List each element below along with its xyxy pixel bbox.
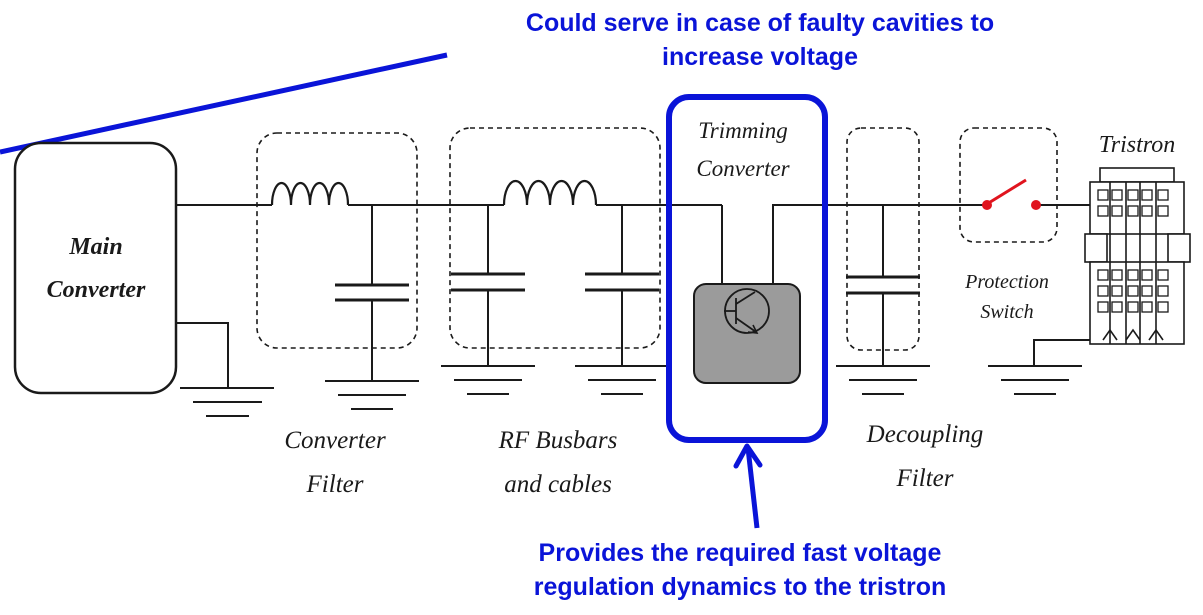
decoupling-filter-label-line1: Decoupling	[866, 421, 984, 448]
callout-bottom-pointer	[745, 447, 760, 529]
callout-top-line1: Could serve in case of faulty cavities t…	[525, 9, 995, 37]
inductor-1-icon	[270, 181, 350, 206]
main-bus-wire	[176, 204, 1095, 284]
callout-bottom-line2: regulation dynamics to the tristron	[533, 573, 947, 601]
protection-switch-icon	[982, 178, 1041, 210]
main-converter-label-line1: Main	[68, 234, 122, 260]
ground-symbol-2	[325, 380, 419, 410]
converter-filter-group	[256, 132, 418, 349]
trimming-converter-highlight	[666, 94, 828, 443]
decoupling-filter-label-line2: Filter	[896, 465, 954, 492]
callout-top-line2: increase voltage	[662, 43, 858, 71]
ground-symbol-1	[180, 387, 274, 417]
main-converter-ground-wire	[176, 322, 229, 387]
rf-busbars-group	[449, 127, 661, 349]
converter-filter-label-line2: Filter	[306, 471, 364, 498]
callout-bottom-arrowhead	[733, 443, 763, 469]
callout-top-pointer	[0, 52, 448, 155]
decoupling-filter-group	[846, 127, 920, 351]
main-converter-box	[13, 141, 178, 395]
ground-symbol-7	[988, 365, 1082, 395]
inductor-2-icon	[502, 179, 598, 206]
ground-symbol-4	[575, 365, 669, 395]
busbar-capacitor-1-icon	[451, 205, 525, 366]
protection-switch-group	[959, 127, 1058, 243]
transistor-icon	[724, 288, 770, 334]
trimming-converter-label-line2: Converter	[696, 156, 790, 181]
converter-filter-label-line1: Converter	[284, 427, 386, 454]
callout-bottom-line1: Provides the required fast voltage	[538, 539, 942, 567]
tristron-icon	[1084, 167, 1191, 345]
tristron-label: Tristron	[1099, 132, 1176, 158]
protection-switch-label-line2: Switch	[980, 301, 1033, 323]
trimming-converter-label-line1: Trimming	[698, 118, 787, 143]
converter-filter-capacitor-icon	[335, 205, 409, 381]
rf-busbars-label-line1: RF Busbars	[498, 427, 618, 454]
ground-symbol-3	[441, 365, 535, 395]
callout-bottom: Provides the required fast voltage regul…	[370, 536, 1110, 604]
main-converter-label-line2: Converter	[47, 277, 146, 303]
rf-busbars-label-line2: and cables	[504, 471, 612, 498]
callout-top: Could serve in case of faulty cavities t…	[415, 6, 1105, 74]
ground-symbol-6	[836, 365, 930, 395]
tristron-ground-wire	[1033, 339, 1090, 366]
protection-switch-label-line1: Protection	[964, 271, 1049, 293]
decoupling-capacitor-icon	[846, 205, 920, 366]
busbar-capacitor-2-icon	[585, 205, 659, 366]
